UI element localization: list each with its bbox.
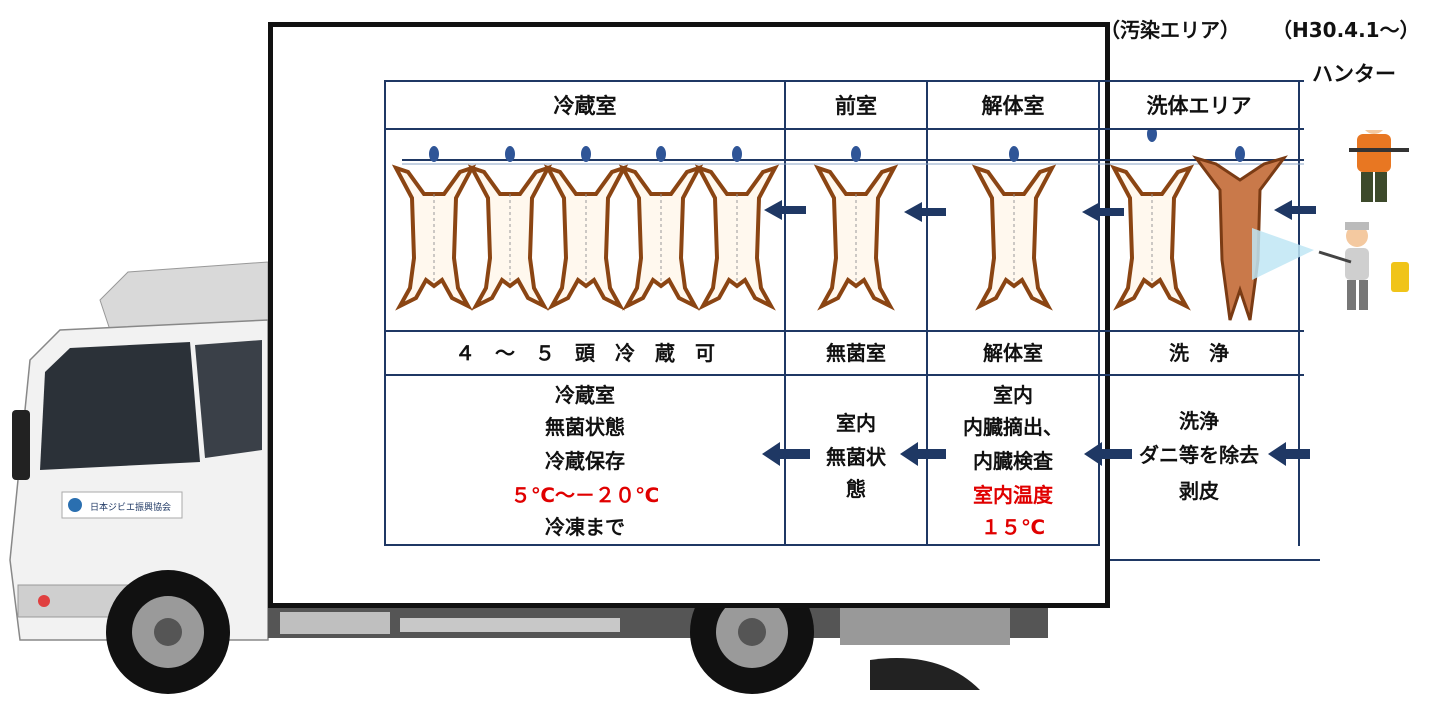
detail-wash-line-3: 剥皮 [1179,479,1219,503]
detail-ante-line-3: 態 [846,477,866,501]
divider-1 [784,80,786,546]
carcass-icon [621,166,701,308]
detail-ante-line-2: 無菌状 [826,445,886,469]
hunter-label: ハンター [1312,62,1396,86]
detail-cold-line-3: 冷蔵保存 [545,449,625,473]
image-row-border [384,330,1304,332]
carcass-icon [470,166,550,308]
detail-cold-line-1: 冷蔵室 [555,383,615,407]
arrow-left-icon [1274,200,1316,220]
detail-cold-line-2: 無菌状態 [545,415,625,439]
carcass-icon [394,166,474,308]
arrow-left-icon [764,200,806,220]
detail-butcher-temperature: １５℃ [980,515,1046,539]
detail-cold-line-5: 冷凍まで [545,515,625,539]
detail-cold-temperature: ５℃～－２０℃ [510,483,660,507]
caption-cold-room: ４ ～ ５ 頭 冷 蔵 可 [455,341,715,365]
date-label: （H30.4.1～） [1272,18,1420,42]
table-right-border [1298,80,1300,546]
detail-wash-line-1: 洗浄 [1179,409,1219,433]
divider-3 [1098,80,1100,546]
table-bottom-border [384,544,1100,546]
carcass-icon [816,166,896,308]
header-wash-area: 洗体エリア [1146,94,1252,118]
caption-row-border [384,374,1304,376]
carcass-icon [697,166,777,308]
washer-icon [1318,222,1409,310]
detail-arrows [762,442,1310,466]
header-row-border [384,128,1304,130]
arrow-left-icon [900,442,946,466]
carcass-icon [974,166,1054,308]
arrow-left-icon [1268,442,1310,466]
carcass-process-illustration [394,130,1409,321]
front-wheel [106,570,230,694]
carcass-icon [546,166,626,308]
caption-butcher-room: 解体室 [983,341,1043,365]
caption-wash: 洗 浄 [1169,341,1229,365]
divider-2 [926,80,928,546]
detail-butcher-temperature-label: 室内温度 [973,483,1053,507]
detail-butcher-line-1: 室内 [993,383,1033,407]
table-top-border [384,80,1304,82]
carcass-icon [1112,166,1192,308]
arrow-left-icon [762,442,810,466]
header-cold-room: 冷蔵室 [553,94,617,118]
zone-label: （汚染エリア） [1100,18,1240,42]
detail-ante-line-1: 室内 [836,411,876,435]
hunter-icon [1349,130,1409,202]
header-butcher-room: 解体室 [981,94,1045,118]
arrow-left-icon [1082,202,1124,222]
door-sticker-text: 日本ジビエ振興協会 [90,501,171,513]
rail-hook-icon [429,130,1245,162]
arrow-left-icon [1084,442,1132,466]
arrow-left-icon [904,202,946,222]
header-anteroom: 前室 [835,94,877,118]
caption-sterile-room: 無菌室 [826,341,886,365]
facility-frame [268,22,1110,608]
detail-butcher-line-3: 内臓検査 [973,449,1053,473]
detail-butcher-line-2: 内臓摘出、 [963,415,1063,439]
table-left-border [384,80,386,546]
detail-wash-line-2: ダニ等を除去 [1139,443,1259,467]
